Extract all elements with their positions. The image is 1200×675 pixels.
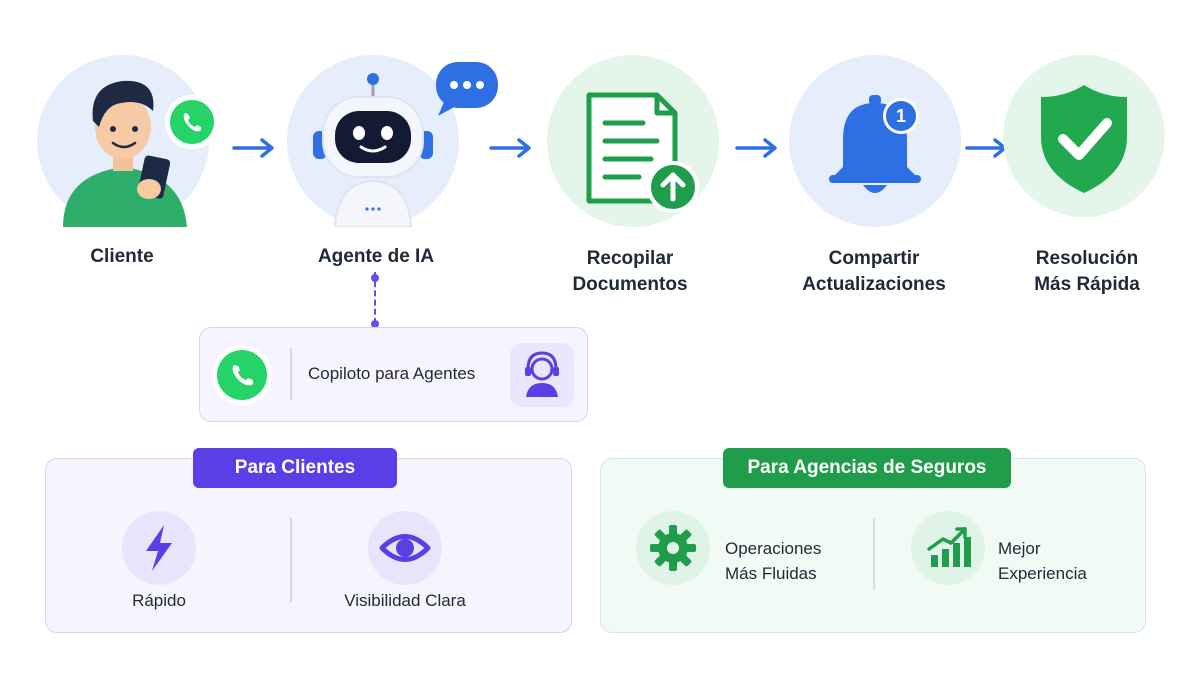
feature-label-line: Mejor bbox=[998, 539, 1041, 558]
copilot-label: Copiloto para Agentes bbox=[308, 364, 476, 383]
step-label-agente: Agente de IA bbox=[317, 246, 435, 267]
feature-label-operaciones: Operaciones Más Fluidas bbox=[725, 536, 821, 586]
step-label-line: Compartir bbox=[828, 248, 920, 269]
step-label-actualizaciones: Compartir Actualizaciones bbox=[764, 246, 984, 298]
arrow-right-icon bbox=[232, 138, 274, 158]
step-label-resolucion: Resolución Más Rápida bbox=[977, 246, 1197, 298]
growth-circle bbox=[911, 511, 985, 585]
eye-icon bbox=[379, 534, 431, 562]
arrow-right-icon bbox=[489, 138, 531, 158]
clients-divider bbox=[290, 518, 292, 602]
feature-label-visibilidad: Visibilidad Clara bbox=[344, 591, 466, 610]
arrow-right-icon bbox=[735, 138, 777, 158]
shield-check-icon bbox=[1041, 85, 1127, 193]
step-label-line: Recopilar bbox=[586, 248, 674, 269]
feature-label-experiencia: Mejor Experiencia bbox=[998, 536, 1087, 586]
notification-badge-count: 1 bbox=[895, 105, 906, 126]
para-clientes-title: Para Clientes bbox=[193, 448, 397, 488]
dashed-connector bbox=[374, 272, 376, 324]
step-label-line: Más Rápida bbox=[1034, 274, 1140, 295]
headset-agent-icon bbox=[525, 351, 559, 397]
notification-badge: 1 bbox=[883, 98, 919, 134]
connector-dot-bottom bbox=[371, 320, 379, 328]
notification-bell-icon bbox=[829, 95, 921, 193]
feature-label-line: Más Fluidas bbox=[725, 564, 817, 583]
growth-chart-icon bbox=[927, 527, 971, 567]
copilot-divider bbox=[290, 348, 292, 400]
step-label-line: Actualizaciones bbox=[802, 274, 946, 295]
lightning-icon bbox=[146, 525, 172, 571]
whatsapp-icon bbox=[212, 345, 272, 405]
feature-label-line: Operaciones bbox=[725, 539, 822, 558]
feature-label-line: Experiencia bbox=[998, 564, 1087, 583]
gear-icon bbox=[650, 525, 696, 571]
step-label-documentos: Recopilar Documentos bbox=[520, 246, 740, 298]
agencies-divider bbox=[873, 518, 875, 590]
step-label-line: Documentos bbox=[572, 274, 688, 295]
person-with-phone-icon bbox=[63, 80, 187, 227]
robot-icon bbox=[313, 73, 433, 227]
feature-label-rapido: Rápido bbox=[132, 591, 186, 610]
step-label-cliente: Cliente bbox=[90, 246, 154, 267]
whatsapp-icon bbox=[165, 95, 219, 149]
document-upload-icon bbox=[586, 92, 699, 213]
chat-bubble-icon bbox=[436, 62, 498, 116]
para-agencias-title: Para Agencias de Seguros bbox=[723, 448, 1011, 488]
step-label-line: Resolución bbox=[1035, 248, 1139, 269]
